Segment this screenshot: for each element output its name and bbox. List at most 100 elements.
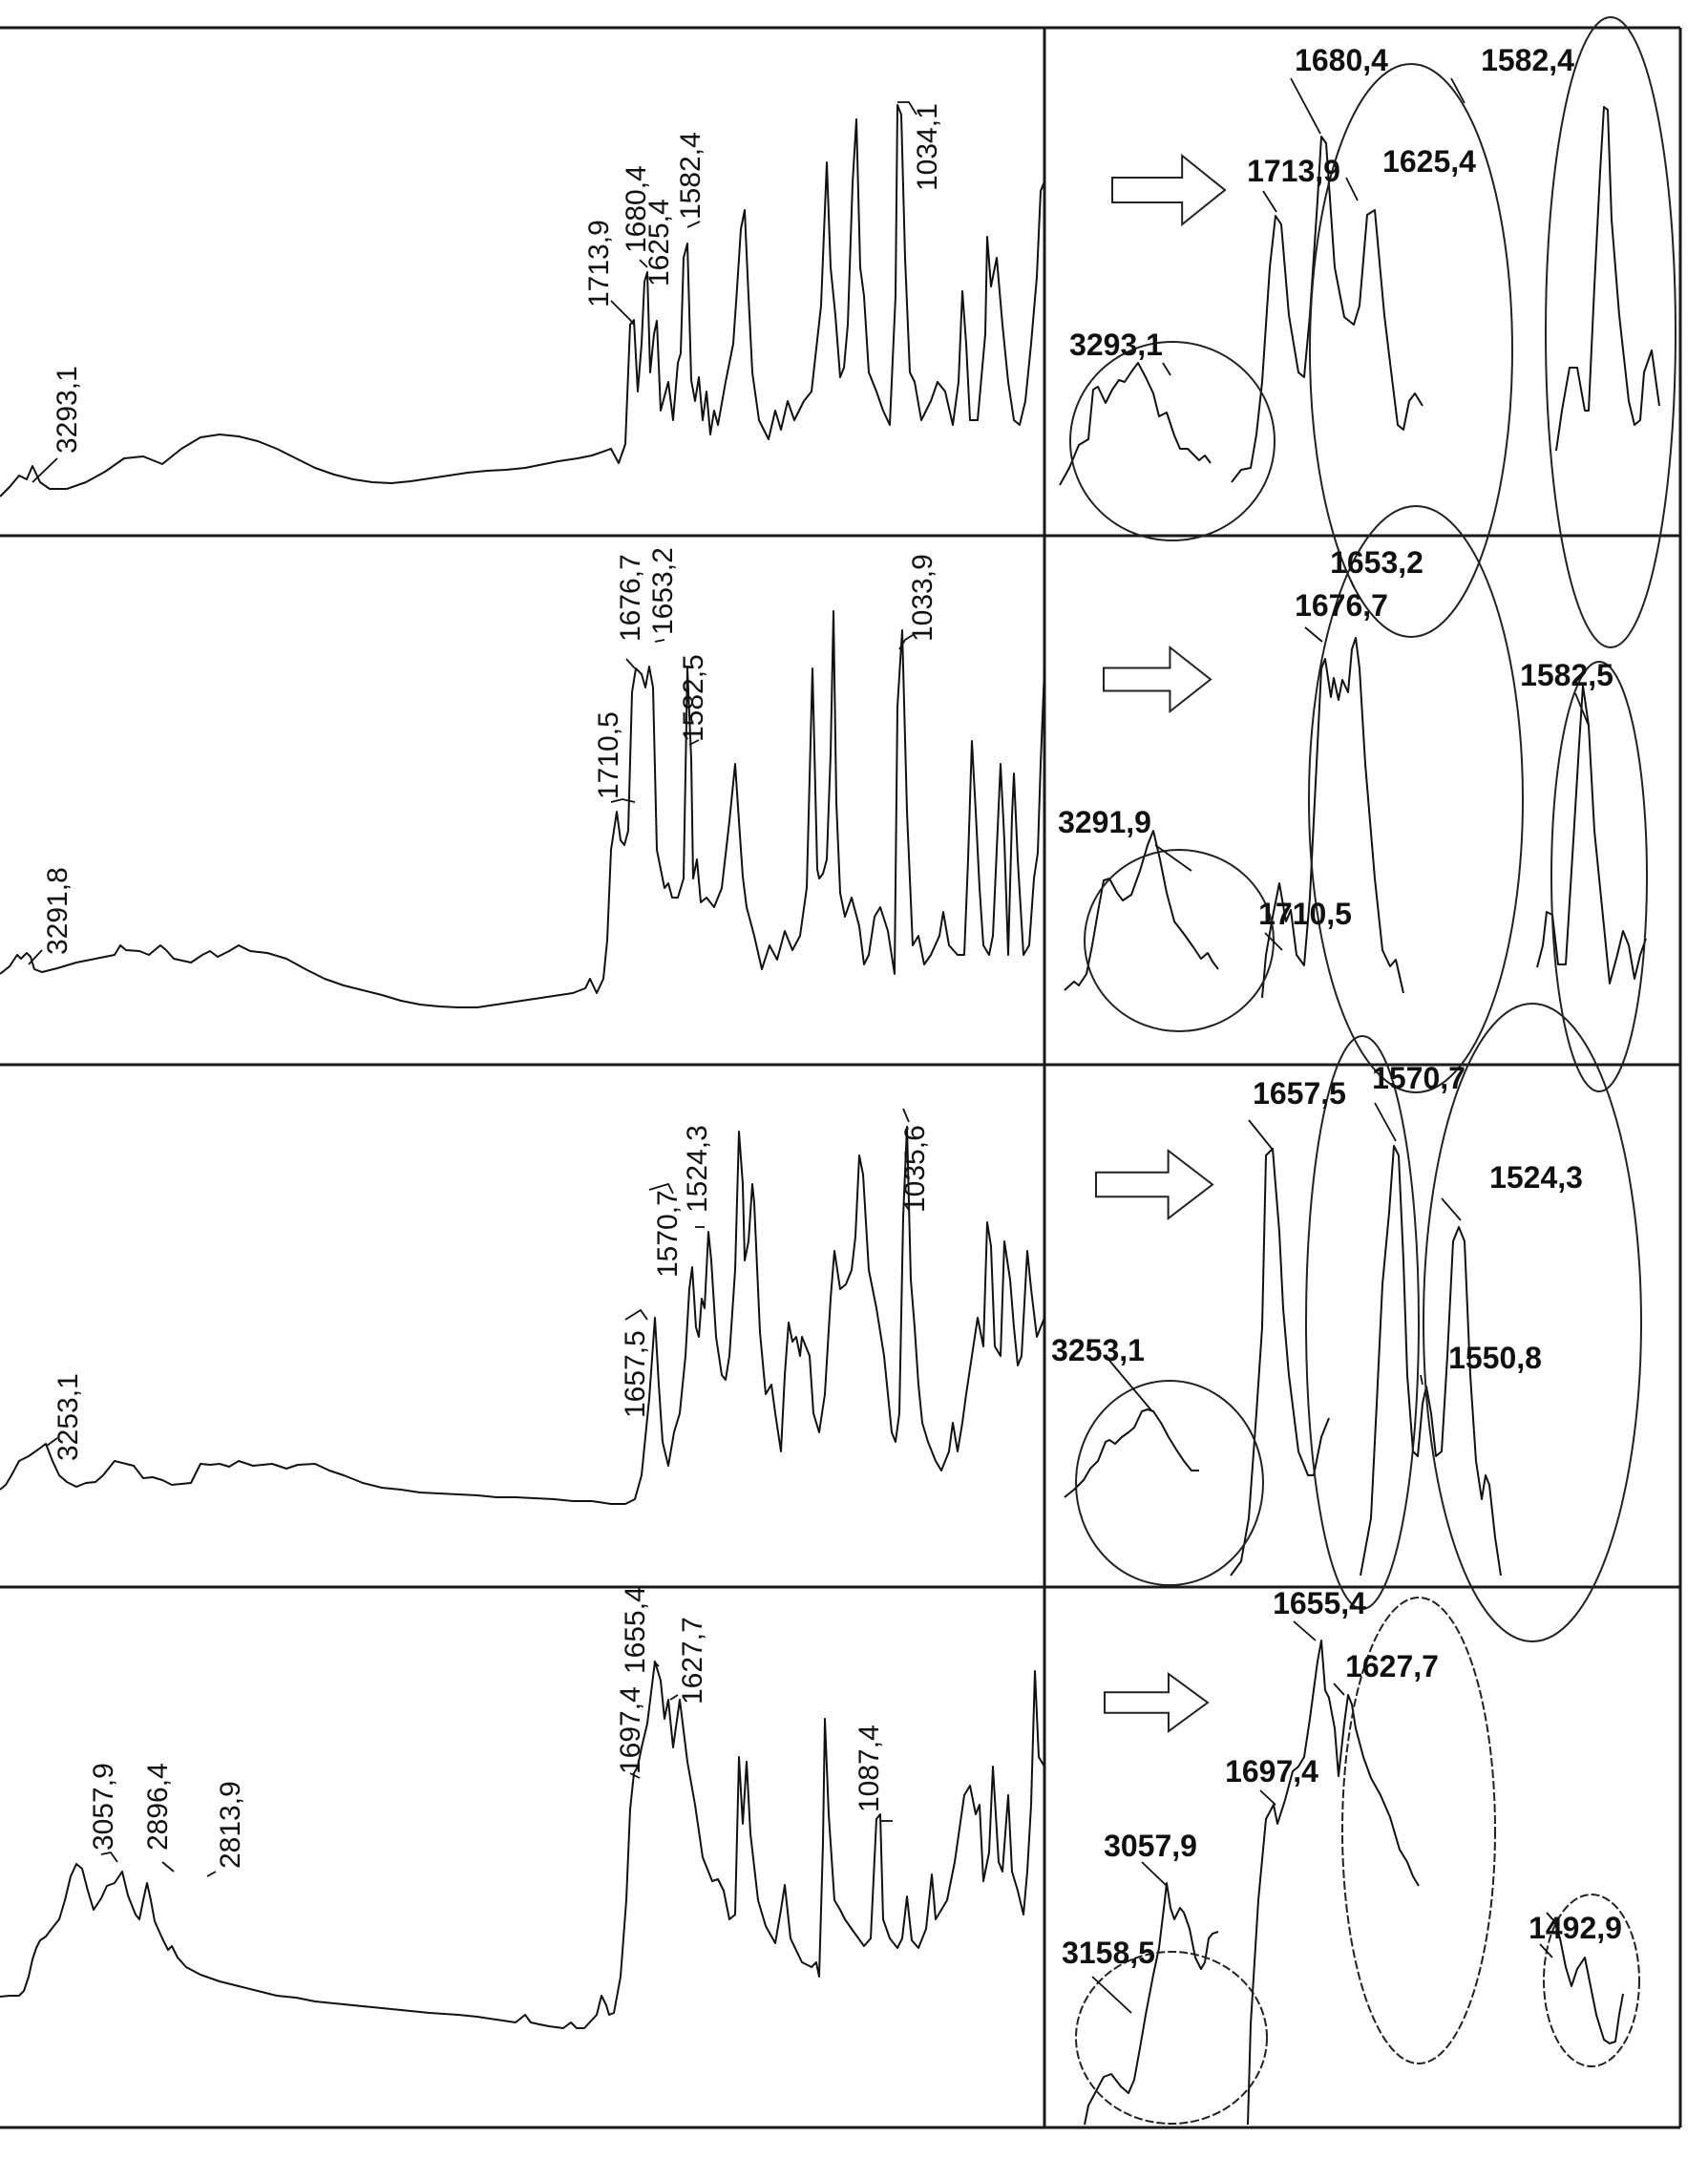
- peak-label: 1627,7: [677, 1617, 708, 1704]
- zoomed-trace: [1084, 1882, 1219, 2126]
- peak-leader-line: [1293, 1620, 1317, 1641]
- peak-leader-line: [32, 457, 58, 483]
- highlight-ellipse: [1545, 16, 1676, 648]
- peak-leader-line: [206, 1871, 217, 1877]
- peak-leader-line: [610, 300, 635, 326]
- spectrum-trace: [0, 610, 1045, 1008]
- peak-label: 1710,5: [593, 711, 624, 799]
- zoomed-trace: [1247, 1640, 1420, 2126]
- zoom-peak-label: 1713,9: [1247, 154, 1340, 188]
- highlight-ellipse: [1084, 849, 1275, 1032]
- spectrum-trace: [0, 1661, 1045, 2029]
- peak-leader-line: [1374, 1102, 1397, 1142]
- peak-label: 2896,4: [142, 1763, 174, 1851]
- zoomed-trace: [1261, 637, 1404, 999]
- peak-leader-line: [1141, 1861, 1168, 1887]
- spectrum-trace: [0, 1126, 1045, 1505]
- zoom-peak-label: 1492,9: [1529, 1911, 1622, 1945]
- peak-leader-line: [1248, 1119, 1274, 1151]
- peak-label: 1034,1: [912, 103, 943, 191]
- zoomed-trace: [1231, 136, 1423, 483]
- peak-leader-line: [610, 798, 636, 803]
- peak-label: 1713,9: [583, 220, 615, 307]
- peak-leader-line: [648, 1182, 674, 1195]
- zoom-peak-label: 1582,4: [1481, 43, 1574, 77]
- zoom-peak-label: 1653,2: [1330, 545, 1423, 580]
- highlight-ellipse: [1341, 1597, 1496, 2064]
- peak-leader-line: [639, 259, 648, 268]
- peak-leader-line: [654, 639, 665, 643]
- peak-label: 1582,5: [678, 654, 709, 742]
- highlight-ellipse: [1075, 1951, 1268, 2125]
- peak-label: 1697,4: [615, 1686, 646, 1774]
- zoomed-trace: [1064, 830, 1219, 991]
- peak-leader-line: [1441, 1197, 1462, 1221]
- peak-leader-line: [1420, 1374, 1423, 1386]
- peak-leader-line: [100, 1852, 118, 1863]
- right-arrow-icon: [1111, 153, 1227, 227]
- highlight-ellipse: [1075, 1380, 1264, 1586]
- peak-label: 1655,4: [620, 1586, 651, 1674]
- peak-label: 3293,1: [52, 366, 83, 454]
- highlight-ellipse: [1069, 341, 1276, 541]
- peak-label: 3253,1: [53, 1373, 84, 1461]
- full-spectrum-panel: 3057,9 2896,4 2813,9 1697,4 1655,4 1627,7 1087…: [0, 1586, 1045, 2029]
- peak-label: 1524,3: [682, 1125, 713, 1213]
- peak-leader-line: [1154, 844, 1192, 872]
- zoom-peak-label: 3291,9: [1058, 805, 1151, 839]
- zoom-peak-label: 1550,8: [1448, 1341, 1542, 1375]
- peak-label: 1625,4: [643, 199, 675, 286]
- right-arrow-icon: [1103, 645, 1212, 714]
- peak-label: 3057,9: [88, 1763, 119, 1851]
- peak-leader-line: [1539, 1943, 1553, 1958]
- figure-frame: [0, 26, 1682, 2129]
- peak-label: 1582,4: [675, 132, 706, 220]
- peak-leader-line: [46, 1437, 58, 1447]
- peak-leader-line: [902, 1108, 910, 1123]
- zoom-peak-label: 1710,5: [1258, 897, 1352, 931]
- zoom-peak-label: 1582,5: [1520, 658, 1613, 692]
- peak-label: 1657,5: [620, 1330, 651, 1418]
- peak-label: 3291,8: [42, 867, 74, 955]
- peak-leader-line: [1450, 77, 1466, 104]
- peak-leader-line: [625, 658, 636, 669]
- zoom-peak-label: 1627,7: [1345, 1649, 1439, 1683]
- peak-label: 1033,9: [907, 554, 938, 642]
- spectrum-row-4: 3057,9 2896,4 2813,9 1697,4 1655,4 1627,7 1087…: [0, 1586, 1640, 2126]
- peak-leader-line: [1333, 1683, 1345, 1696]
- zoomed-trace: [1059, 362, 1212, 486]
- highlight-ellipse: [1309, 63, 1513, 638]
- highlight-ellipse: [1423, 1003, 1642, 1642]
- peak-leader-line: [897, 101, 917, 116]
- peak-leader-line: [1290, 77, 1321, 135]
- peak-leader-line: [669, 1694, 679, 1701]
- zoom-peak-label: 1697,4: [1225, 1754, 1318, 1789]
- peak-leader-line: [1345, 177, 1359, 201]
- peak-leader-line: [1264, 932, 1283, 951]
- peak-leader-line: [1304, 626, 1323, 643]
- peak-leader-line: [629, 1772, 641, 1779]
- peak-label: 1676,7: [615, 554, 646, 642]
- peak-leader-line: [1259, 1789, 1276, 1806]
- highlight-ellipse: [1550, 661, 1648, 1092]
- zoom-peak-label: 3253,1: [1051, 1333, 1145, 1367]
- peak-label: 1087,4: [854, 1725, 885, 1812]
- peak-leader-line: [653, 1661, 660, 1667]
- zoom-peak-label: 1680,4: [1295, 43, 1388, 77]
- peak-leader-line: [1262, 190, 1277, 213]
- peak-leader-line: [686, 221, 701, 228]
- highlight-ellipse: [1305, 1035, 1420, 1610]
- peak-label: 2813,9: [215, 1781, 246, 1869]
- peak-leader-line: [688, 739, 700, 746]
- zoom-peak-label: 1625,4: [1382, 144, 1476, 179]
- peak-leader-line: [1105, 1355, 1152, 1411]
